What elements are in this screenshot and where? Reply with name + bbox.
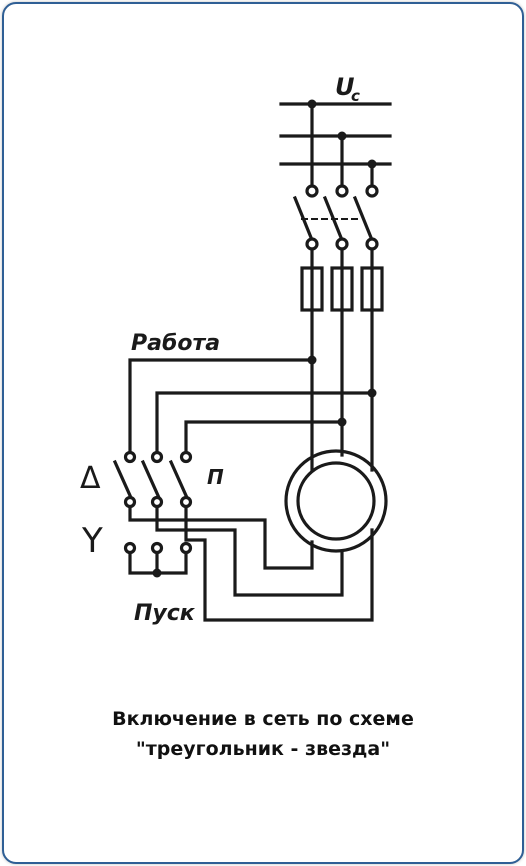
supply-voltage-label: U [335,73,355,101]
run-label: Работа [131,331,220,356]
delta-symbol: Δ [80,461,101,496]
caption-line-1: Включение в сеть по схеме [112,708,414,730]
start-label: Пуск [134,601,196,626]
caption-line-2: "треугольник - звезда" [135,738,391,760]
fuses [300,266,384,312]
supply-bus-lines [279,102,392,166]
supply-voltage-subscript: c [351,87,360,105]
caption: Включение в сеть по схеме "треугольник -… [0,704,526,764]
delta-star-switch [112,450,193,555]
motor [284,449,388,553]
star-symbol: Y [81,521,103,561]
main-switch [292,184,379,251]
switch-label: П [207,465,224,489]
